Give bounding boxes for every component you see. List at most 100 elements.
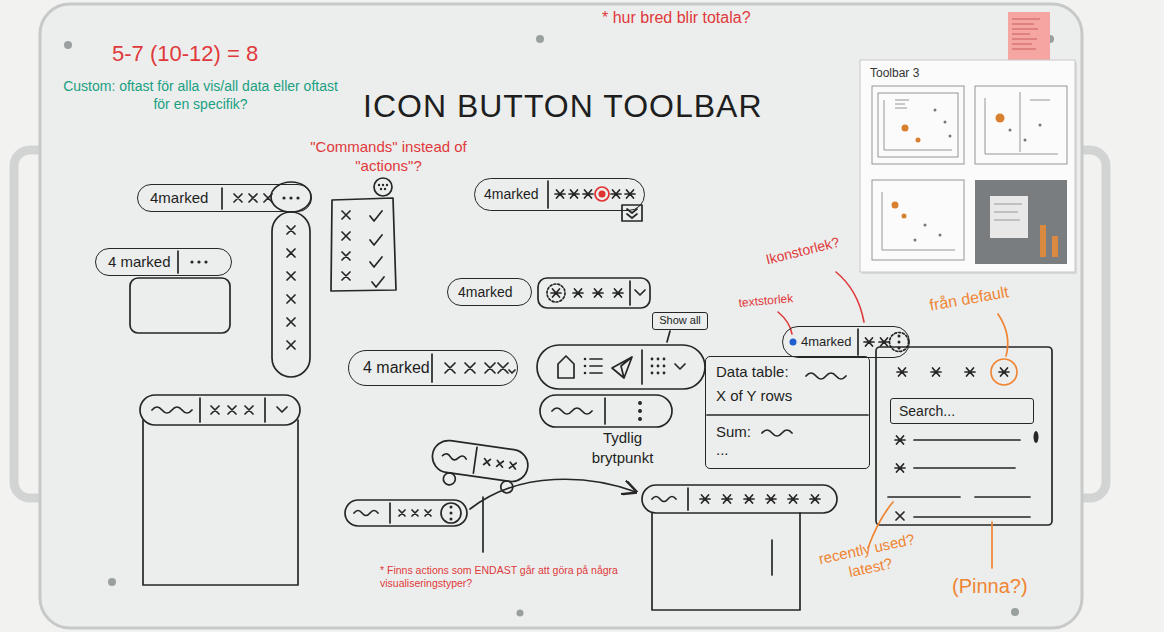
collapsed-toolbar-sketch xyxy=(638,417,642,421)
printout-sheet xyxy=(994,204,1022,220)
toolbar-h-sketch xyxy=(771,540,773,575)
bus-doodle xyxy=(430,438,530,483)
overflow-grid-sketch xyxy=(378,184,380,186)
icon-toolbar-sketch xyxy=(651,358,666,375)
toolbar-g-sketch xyxy=(345,479,636,552)
printout-sheet xyxy=(895,92,1050,152)
printout-sheet xyxy=(914,239,917,242)
toolbar-g-sketch xyxy=(389,503,391,523)
printout-sheet xyxy=(934,109,937,112)
box-label: Show all xyxy=(659,314,701,327)
search-field: Search... xyxy=(890,398,1034,424)
red-leader-line xyxy=(778,312,792,334)
orange-annotation xyxy=(991,359,1017,385)
overflow-grid-sketch xyxy=(370,211,384,287)
printout-sheet xyxy=(878,93,958,157)
box-line: Sum: xyxy=(716,423,751,441)
note-box: Ikonstorlek? xyxy=(764,234,841,269)
icon-toolbar-sketch xyxy=(651,358,654,361)
toolbar-a-icons xyxy=(289,196,292,199)
toolbar-e-icons xyxy=(445,363,508,373)
printout-sheet xyxy=(990,196,1028,238)
icon-toolbar-sketch xyxy=(663,365,666,368)
printout-sheet xyxy=(860,60,1075,272)
data-table-marks xyxy=(806,373,846,379)
toolbar-pill: 4 marked xyxy=(95,248,232,276)
printout-sheet xyxy=(996,114,1005,123)
toolbar-d-icons xyxy=(551,289,623,297)
dropdown-panel xyxy=(896,512,1030,520)
handwritten-note: * Finns actions som ENDAST går att göra … xyxy=(380,564,625,590)
printout-sheet xyxy=(1009,129,1012,132)
collapsed-toolbar-sketch xyxy=(638,401,642,405)
toolbar-g-sketch xyxy=(345,500,467,526)
icon-toolbar-sketch xyxy=(663,372,666,375)
toolbar-f-sketch xyxy=(143,420,298,585)
box-label: 4marked xyxy=(801,334,852,350)
orange-annotation xyxy=(868,314,1017,568)
icon-toolbar-sketch xyxy=(537,345,705,389)
box-label: 4 marked xyxy=(108,253,171,271)
toolbar-a-icons xyxy=(234,194,272,202)
toolbar-f-sketch xyxy=(140,395,300,585)
note-box: Custom: oftast för alla vis/all data ell… xyxy=(58,78,343,113)
toolbar-h-sketch xyxy=(687,488,689,510)
handwritten-note: "Commands" instead of "actions"? xyxy=(296,138,481,176)
toolbar-b-icons xyxy=(197,260,200,263)
dropdown-panel xyxy=(895,436,1020,444)
note-box: Tydlig brytpunkt xyxy=(570,428,675,468)
box-label: 4marked xyxy=(484,186,538,203)
note-box: 5-7 (10-12) = 8 xyxy=(112,40,258,68)
toolbar-pill: 4marked xyxy=(782,326,910,358)
board-screw xyxy=(64,41,72,49)
toolbar-d-icons xyxy=(630,281,645,305)
handwritten-note: textstorlek xyxy=(738,291,794,311)
toolbar-a-icons xyxy=(272,212,310,377)
toolbar-f-sketch xyxy=(277,407,287,412)
toolbar-e-icons xyxy=(431,354,433,382)
title-box: ICON BUTTON TOOLBAR xyxy=(363,86,763,126)
toolbar-right-icons xyxy=(898,335,901,338)
handwritten-note: Tydlig brytpunkt xyxy=(570,428,675,468)
toolbar-f-sketch xyxy=(200,398,265,422)
printout-sheet xyxy=(860,60,1077,274)
toolbar-h-sketch xyxy=(642,485,837,610)
show-all-tag: Show all xyxy=(652,312,708,330)
toolbar-b-icons xyxy=(130,278,230,333)
box-label: Data table: xyxy=(716,363,789,381)
sticky-note xyxy=(1012,19,1040,49)
toolbar-g-sketch xyxy=(354,511,378,516)
overflow-grid-sketch xyxy=(374,178,392,196)
toolbar-a-icons xyxy=(221,188,223,209)
board-frame xyxy=(40,4,1082,628)
toolbar-g-sketch xyxy=(450,518,453,521)
toolbar-right-icons xyxy=(857,329,859,355)
collapsed-toolbar-sketch xyxy=(540,395,672,427)
dropdown-panel xyxy=(876,347,1052,525)
handwritten-note: Ikonstorlek? xyxy=(764,234,841,269)
handwritten-note: recently used? latest? xyxy=(810,529,927,589)
box-line: X of Y rows xyxy=(716,387,792,405)
overflow-grid-sketch xyxy=(384,188,386,190)
toolbar-pill: 4 marked xyxy=(348,350,518,386)
note-box: textstorlek xyxy=(738,291,794,311)
toolbar-g-sketch xyxy=(450,512,453,515)
toolbar-b-icons xyxy=(177,251,179,273)
overflow-grid-sketch xyxy=(342,211,350,280)
overflow-grid-sketch xyxy=(382,184,384,186)
toolbar-d-icons xyxy=(667,331,670,342)
printout-sheet xyxy=(902,214,907,219)
printout-sheet xyxy=(892,202,899,209)
printout-sheet xyxy=(872,86,964,164)
printout-sheet xyxy=(975,180,1067,264)
printout-sheet xyxy=(924,224,927,227)
printout-sheet xyxy=(902,125,909,132)
printout-sheet xyxy=(1024,139,1027,142)
box-label: Toolbar 3 xyxy=(870,66,919,80)
icon-toolbar-sketch xyxy=(584,372,587,375)
toolbar-g-sketch xyxy=(450,506,453,509)
icon-toolbar-sketch xyxy=(584,358,587,361)
